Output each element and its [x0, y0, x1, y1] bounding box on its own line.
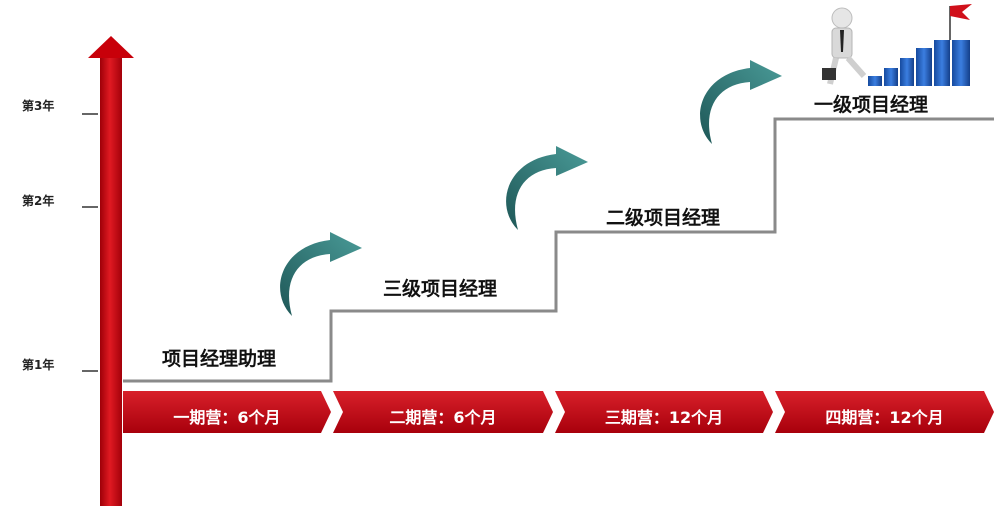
- phase-label-3: 三期营：12个月: [604, 408, 724, 427]
- up-arrow-icon: [88, 36, 134, 506]
- curved-arrow-icon: [700, 60, 782, 144]
- step-label-level-1: 一级项目经理: [814, 94, 929, 116]
- phase-segment-2: [333, 391, 553, 433]
- phase-bar: [123, 391, 994, 433]
- curved-arrow-icon: [506, 146, 588, 230]
- phase-label-1: 一期营：6个月: [173, 408, 281, 427]
- year-label-2: 第2年: [22, 194, 55, 208]
- phase-segment-1: [123, 391, 331, 433]
- staircase-line: [123, 117, 994, 383]
- year-label-3: 第3年: [22, 99, 55, 113]
- phase-segment-4: [775, 391, 994, 433]
- curved-arrow-icon: [280, 232, 362, 316]
- year-label-1: 第1年: [22, 358, 55, 372]
- step-label-level-3: 三级项目经理: [383, 278, 498, 300]
- businessman-climbing-chart-icon: [822, 4, 972, 86]
- phase-segment-3: [555, 391, 773, 433]
- step-label-level-2: 二级项目经理: [606, 207, 721, 229]
- phase-label-4: 四期营：12个月: [825, 408, 944, 427]
- phase-label-2: 二期营：6个月: [389, 408, 497, 427]
- step-label-assistant: 项目经理助理: [162, 348, 277, 370]
